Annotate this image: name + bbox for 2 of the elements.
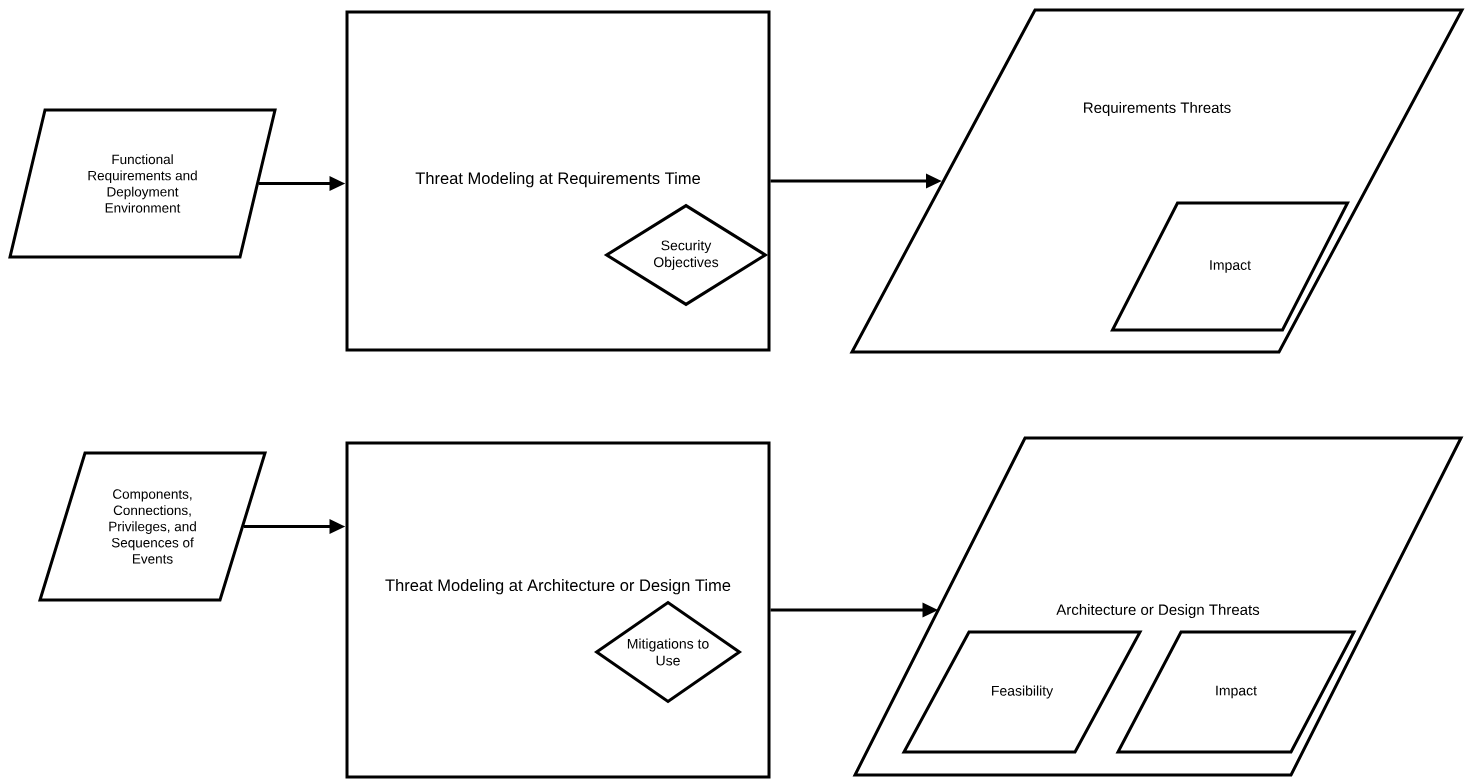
input-parallelogram: Components, Connections, Privileges, and Sequences of Events [38, 451, 268, 602]
input-parallelogram: Functional Requirements and Deployment Environment [8, 108, 277, 259]
